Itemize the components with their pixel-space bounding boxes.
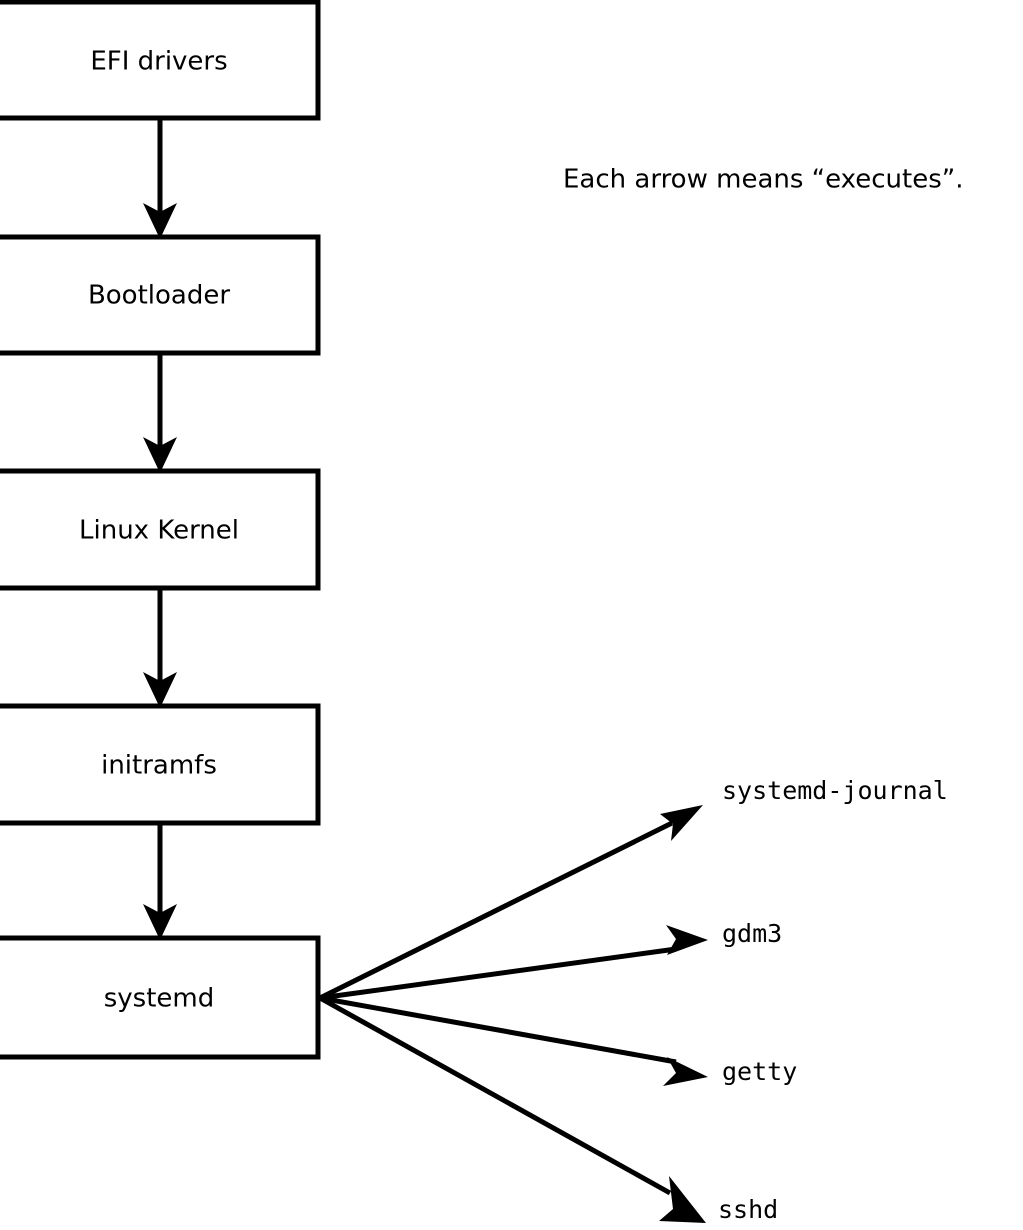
node-box-efi-drivers [0,0,321,121]
arrow-head [666,925,708,955]
arrow-head [143,203,177,239]
node-linux-kernel[interactable]: Linux Kernel [0,468,321,591]
node-initramfs[interactable]: initramfs [0,703,321,826]
node-box-linux-kernel [0,468,321,591]
arrow-linux-kernel-to-initramfs [143,588,177,708]
service-label-gdm3: gdm3 [722,919,782,948]
node-box-bootloader [0,234,321,356]
service-label-sshd: sshd [718,1195,778,1224]
arrow-head [143,904,177,940]
arrow-head [143,437,177,473]
arrow-systemd-to-sshd [318,995,706,1223]
node-label-bootloader: Bootloader [88,281,230,311]
diagram-annotation: Each arrow means “executes”. [563,165,964,195]
arrow-systemd-to-getty [319,995,708,1086]
node-bootloader[interactable]: Bootloader [0,234,321,356]
arrow-bootloader-to-linux-kernel [143,353,177,473]
arrow-systemd-to-gdm3 [319,925,708,1001]
node-box-systemd [0,935,321,1060]
node-label-efi-drivers: EFI drivers [90,47,227,77]
arrow-head [660,805,703,841]
service-label-systemd-journal: systemd-journal [722,776,948,805]
node-systemd[interactable]: systemd [0,935,321,1060]
arrow-shaft [319,995,677,1065]
arrow-systemd-to-systemd-journal [318,805,703,1001]
arrow-efi-drivers-to-bootloader [143,118,177,239]
node-label-initramfs: initramfs [101,751,217,781]
arrow-shaft [319,946,677,1001]
node-label-systemd: systemd [104,984,215,1014]
node-box-initramfs [0,703,321,826]
arrow-shaft [318,995,672,1196]
node-label-linux-kernel: Linux Kernel [79,516,239,546]
arrow-shaft [318,820,674,1001]
arrow-head [143,672,177,708]
arrow-head [663,1057,708,1086]
arrow-head [659,1176,706,1223]
arrow-initramfs-to-systemd [143,823,177,940]
node-efi-drivers[interactable]: EFI drivers [0,0,321,121]
service-label-getty: getty [722,1057,797,1086]
